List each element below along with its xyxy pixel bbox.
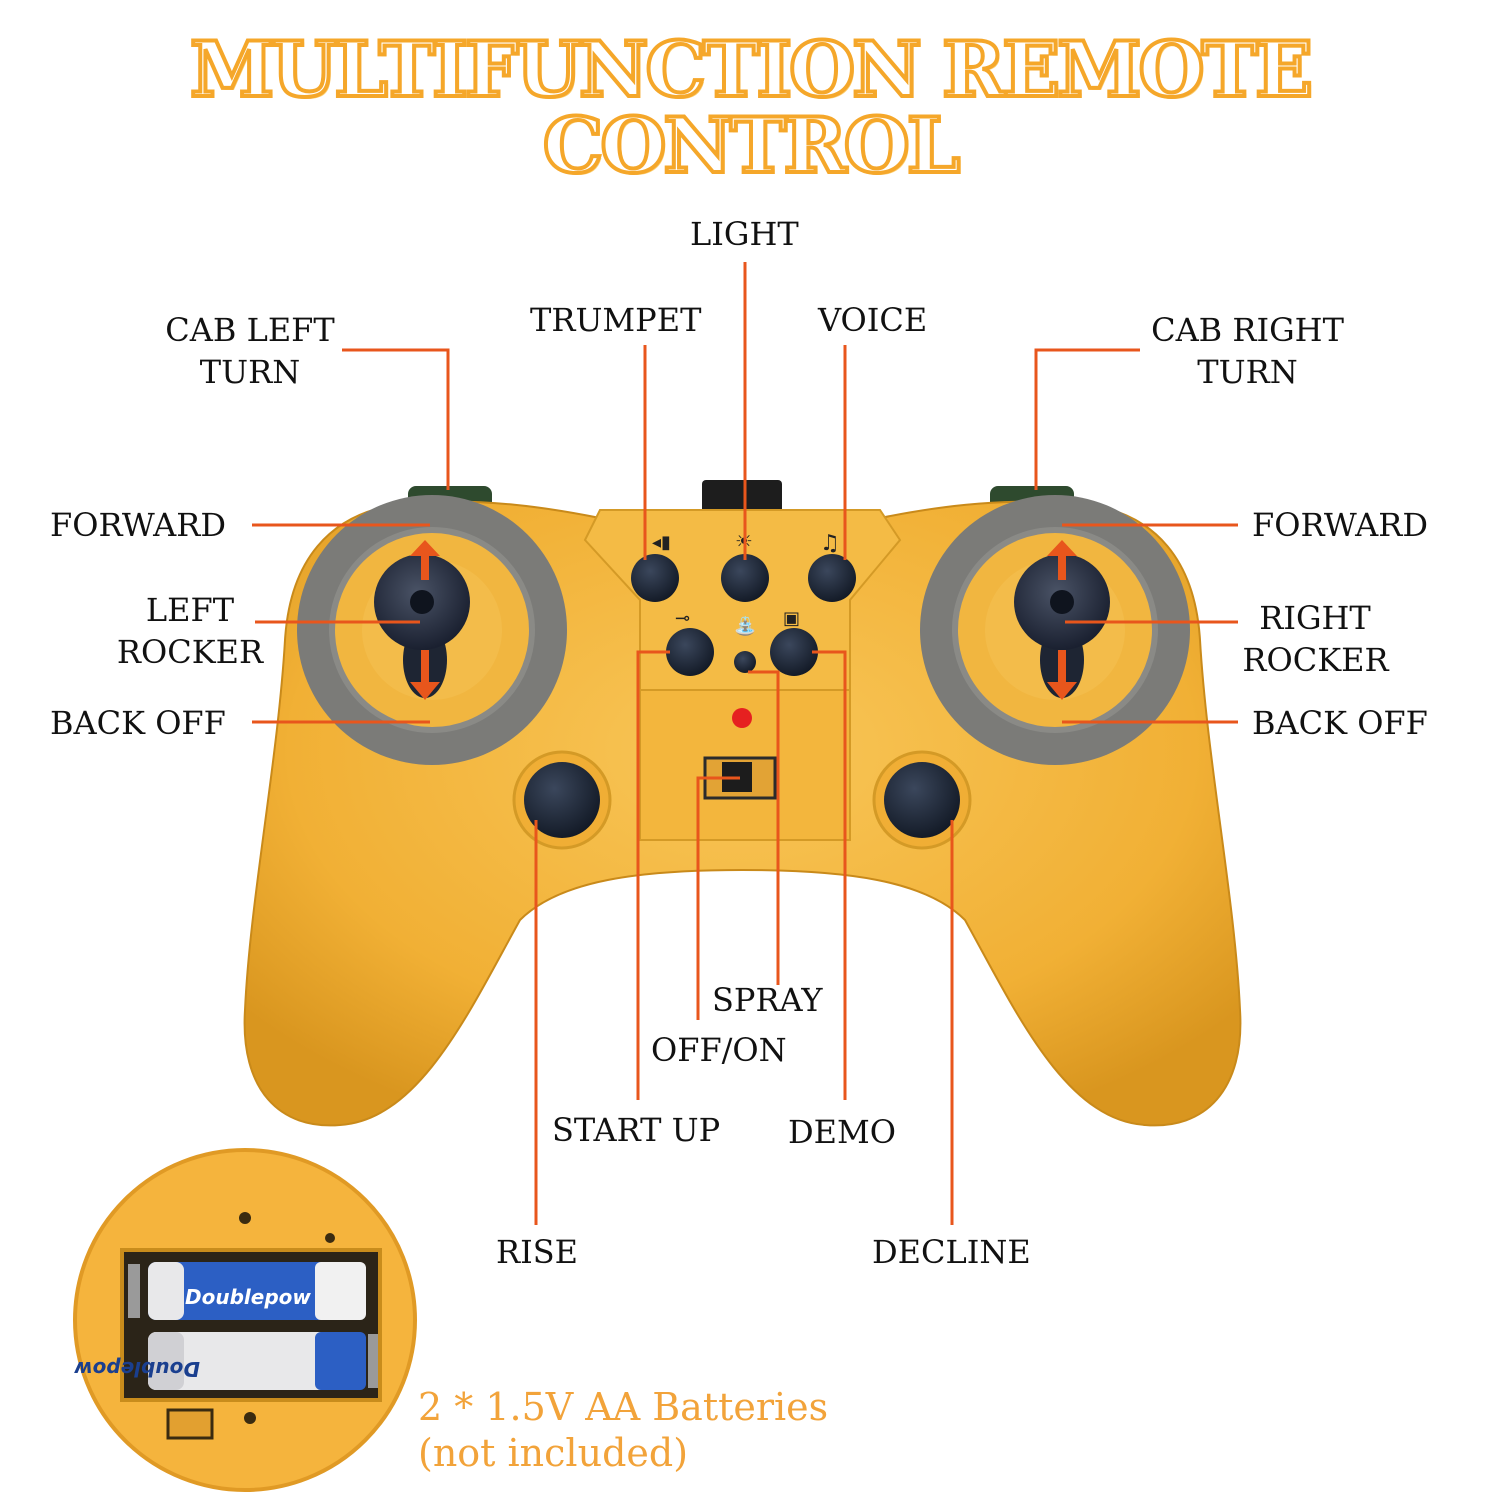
label-left-rocker-1: LEFT (145, 591, 235, 629)
title-line-1: MULTIFUNCTION REMOTE (188, 25, 1315, 114)
title-line-2: CONTROL (541, 101, 963, 190)
demo-icon: ▣ (783, 608, 800, 629)
trumpet-button[interactable] (631, 554, 679, 602)
start-up-button[interactable] (666, 628, 714, 676)
top-port (702, 480, 782, 514)
label-cab-left-turn-1: CAB LEFT (165, 311, 335, 349)
power-led (732, 708, 752, 728)
rise-button[interactable] (524, 762, 600, 838)
label-voice: VOICE (818, 301, 928, 339)
leader-lines (252, 262, 1238, 1225)
label-start-up: START UP (552, 1111, 721, 1149)
label-cab-right-turn-1: CAB RIGHT (1151, 311, 1344, 349)
label-off-on: OFF/ON (651, 1031, 787, 1069)
label-spray: SPRAY (712, 981, 823, 1019)
music-note-icon: ♫ (820, 531, 840, 556)
light-button[interactable] (721, 554, 769, 602)
battery-note-line-2: (not included) (418, 1431, 689, 1475)
spray-icon: ⛲ (734, 615, 756, 637)
label-trumpet: TRUMPET (530, 301, 702, 339)
label-cab-left-turn-2: TURN (199, 353, 301, 391)
voice-button[interactable] (808, 554, 856, 602)
label-cab-right-turn-2: TURN (1197, 353, 1298, 391)
label-back-off-right: BACK OFF (1252, 704, 1428, 742)
demo-button[interactable] (770, 628, 818, 676)
battery-brand-bottom: Doublepow (74, 1357, 200, 1381)
label-demo: DEMO (788, 1113, 897, 1151)
label-decline: DECLINE (872, 1233, 1031, 1271)
label-right-rocker-2: ROCKER (1242, 641, 1389, 679)
battery-brand-top: Doublepow (185, 1285, 311, 1309)
battery-note-line-1: 2 * 1.5V AA Batteries (418, 1385, 829, 1429)
label-back-off-left: BACK OFF (50, 704, 226, 742)
battery-compartment-inset (73, 1148, 417, 1492)
label-light: LIGHT (690, 215, 799, 253)
label-left-rocker-2: ROCKER (116, 633, 264, 671)
label-forward-left: FORWARD (50, 506, 226, 544)
key-icon: ⊸ (675, 608, 690, 629)
label-forward-right: FORWARD (1252, 506, 1428, 544)
battery-top (148, 1262, 366, 1320)
label-rise: RISE (496, 1233, 579, 1271)
spray-button[interactable] (734, 651, 756, 673)
decline-button[interactable] (884, 762, 960, 838)
label-right-rocker-1: RIGHT (1259, 599, 1371, 637)
trumpet-icon: ◂▮ (652, 532, 671, 553)
battery-bottom (148, 1332, 366, 1390)
